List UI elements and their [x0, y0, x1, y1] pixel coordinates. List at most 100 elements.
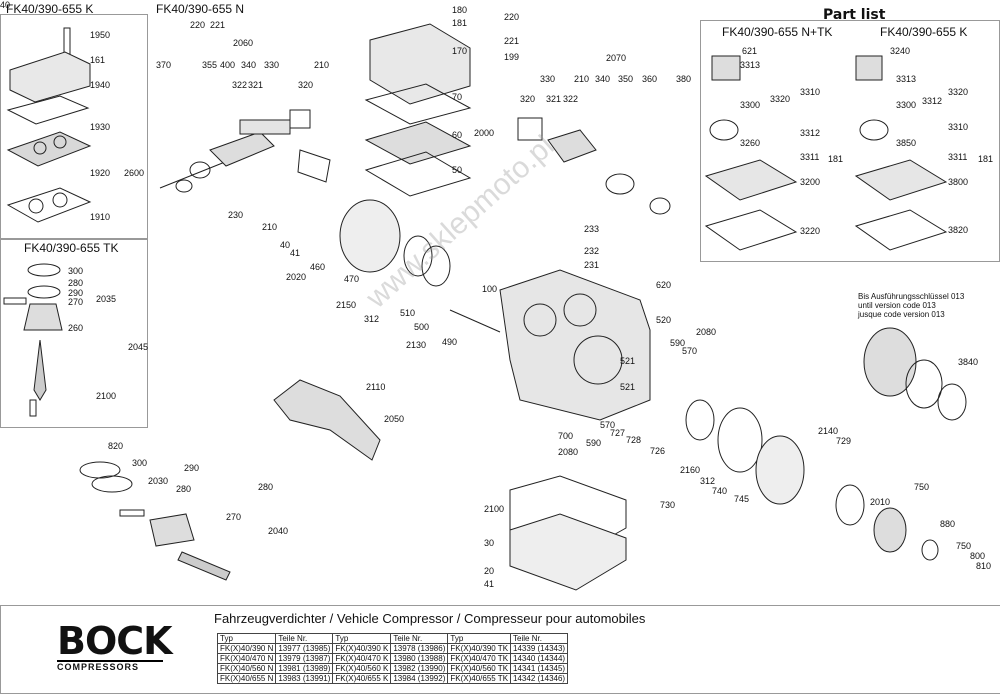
part-number-label: 41	[290, 248, 301, 258]
product-caption: Fahrzeugverdichter / Vehicle Compressor …	[214, 611, 646, 626]
part-number-label: 41	[484, 579, 495, 589]
part-number-label: 3240	[890, 46, 911, 56]
part-number-label: 520	[656, 315, 672, 325]
part-number-label: 3311	[800, 152, 820, 162]
table-cell: 14339 (14343)	[510, 643, 569, 654]
part-number-label: 221	[504, 36, 520, 46]
part-number-label: 3311	[948, 152, 968, 162]
part-number-label: 3800	[948, 177, 969, 187]
part-number-label: 510	[400, 308, 416, 318]
part-number-label: 320	[520, 94, 536, 104]
part-number-label: 3820	[948, 225, 969, 235]
part-number-label: 820	[108, 441, 124, 451]
part-number-label: 210	[314, 60, 330, 70]
part-number-label: 100	[482, 284, 498, 294]
table-cell: FK(X)40/390 N	[216, 643, 277, 654]
part-number-label: 210	[574, 74, 590, 84]
part-number-label: 2050	[384, 414, 405, 424]
part-number-label: 270	[68, 297, 84, 307]
section-title-n-pipe: FK40/390-655 N	[156, 2, 245, 16]
part-number-label: 500	[414, 322, 430, 332]
part-number-label: 745	[734, 494, 750, 504]
part-number-label: 221	[210, 20, 226, 30]
part-number-label: 490	[442, 337, 458, 347]
part-number-label: 161	[90, 55, 106, 65]
part-number-label: 230	[228, 210, 244, 220]
type-part-table: Typ Teile Nr. Typ Teile Nr. Typ Teile Nr…	[216, 633, 569, 684]
part-number-label: 2035	[96, 294, 117, 304]
table-cell: 13982 (13990)	[390, 663, 449, 674]
part-number-label: 3313	[740, 60, 761, 70]
table-cell: 13983 (13991)	[275, 673, 334, 684]
table-cell: FK(X)40/390 K	[332, 643, 392, 654]
part-number-label: 2160	[680, 465, 701, 475]
part-number-label: 3310	[800, 87, 821, 97]
part-number-label: 340	[241, 60, 257, 70]
table-header: Typ	[447, 633, 512, 644]
part-number-label: 1910	[90, 212, 111, 222]
part-number-label: 1930	[90, 122, 111, 132]
part-number-label: 570	[682, 346, 698, 356]
version-note-en: until version code 013	[858, 301, 936, 310]
table-header: Teile Nr.	[275, 633, 334, 644]
part-number-label: 2000	[474, 128, 495, 138]
part-number-label: 590	[670, 338, 686, 348]
part-number-label: 460	[310, 262, 326, 272]
part-number-label: 800	[970, 551, 986, 561]
table-cell: 14340 (14344)	[510, 653, 569, 664]
part-number-label: 3320	[770, 94, 791, 104]
table-cell: 13980 (13988)	[390, 653, 449, 664]
part-number-label: 3220	[800, 226, 821, 236]
part-number-label: 621	[742, 46, 758, 56]
part-number-label: 290	[68, 288, 84, 298]
part-number-label: 2100	[96, 391, 117, 401]
part-number-label: 3840	[958, 357, 979, 367]
part-number-label: 728	[626, 435, 642, 445]
section-title-k-head: FK40/390-655 K	[6, 2, 94, 16]
table-row: FK(X)40/390 N 13977 (13985) FK(X)40/390 …	[216, 643, 569, 654]
table-row: FK(X)40/470 N 13979 (13987) FK(X)40/470 …	[216, 653, 569, 664]
part-number-label: 470	[344, 274, 360, 284]
part-number-label: 2100	[484, 504, 505, 514]
part-number-label: 2110	[366, 382, 386, 392]
part-number-label: 270	[226, 512, 242, 522]
table-header: Teile Nr.	[390, 633, 449, 644]
table-row: FK(X)40/560 N 13981 (13989) FK(X)40/560 …	[216, 663, 569, 674]
part-number-label: 40	[0, 0, 11, 10]
table-cell: FK(X)40/560 K	[332, 663, 392, 674]
table-cell: FK(X)40/470 N	[216, 653, 277, 664]
part-number-label: 2020	[286, 272, 307, 282]
bock-logo: BOCK COMPRESSORS	[57, 622, 173, 678]
part-number-label: 220	[190, 20, 206, 30]
table-cell: 13978 (13986)	[390, 643, 449, 654]
part-number-label: 280	[68, 278, 84, 288]
part-number-label: 181	[452, 18, 468, 28]
version-note-fr: jusque code version 013	[858, 310, 945, 319]
table-cell: 13977 (13985)	[275, 643, 334, 654]
brand-sub: COMPRESSORS	[57, 660, 163, 672]
part-number-label: 880	[940, 519, 956, 529]
part-number-label: 330	[540, 74, 556, 84]
table-cell: 14341 (14345)	[510, 663, 569, 674]
part-number-label: 370	[156, 60, 172, 70]
table-cell: FK(X)40/390 TK	[447, 643, 512, 654]
table-cell: 13981 (13989)	[275, 663, 334, 674]
part-number-label: 1950	[90, 30, 111, 40]
table-cell: 13979 (13987)	[275, 653, 334, 664]
part-number-label: 322	[232, 80, 248, 90]
table-cell: FK(X)40/470 TK	[447, 653, 512, 664]
part-number-label: 521	[620, 356, 636, 366]
part-number-label: 3313	[896, 74, 917, 84]
part-number-label: 730	[660, 500, 676, 510]
part-number-label: 2070	[606, 53, 627, 63]
part-number-label: 233	[584, 224, 600, 234]
part-number-label: 729	[836, 436, 852, 446]
part-number-label: 570	[600, 420, 616, 430]
part-number-label: 2045	[128, 342, 149, 352]
part-number-label: 2060	[233, 38, 254, 48]
part-number-label: 350	[618, 74, 634, 84]
table-header: Typ	[216, 633, 277, 644]
part-number-label: 312	[364, 314, 380, 324]
table-cell: FK(X)40/560 N	[216, 663, 277, 674]
